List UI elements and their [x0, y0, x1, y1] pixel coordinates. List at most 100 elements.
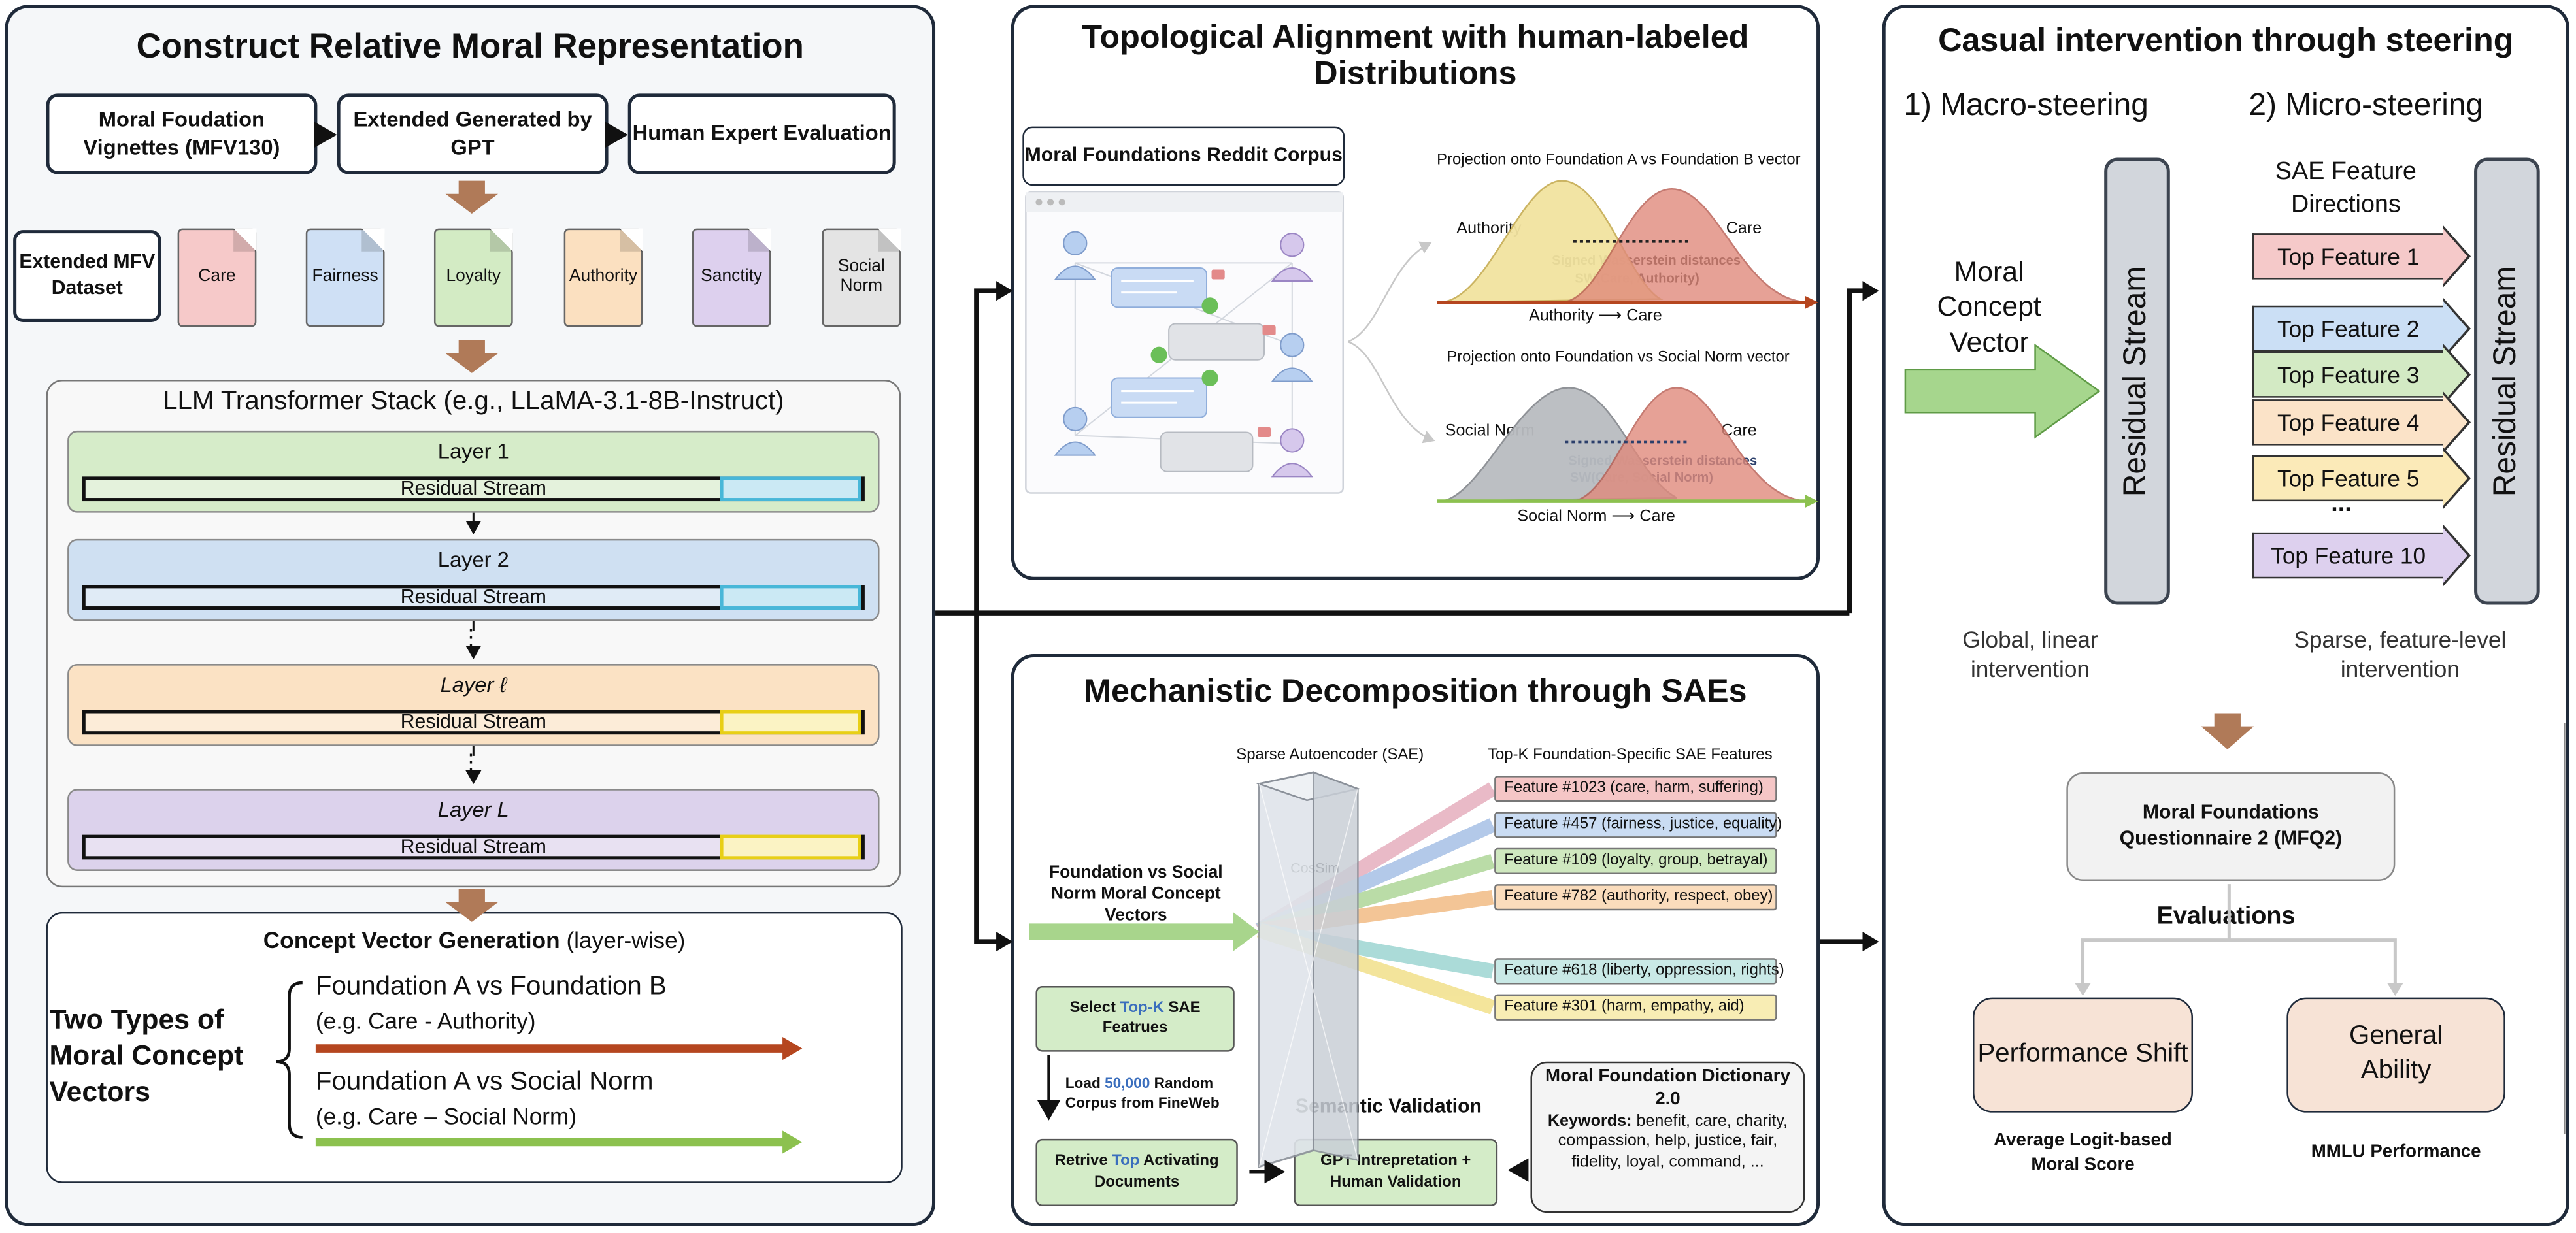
arrow-head-fill [2443, 449, 2468, 506]
fold-corner-icon [620, 228, 643, 252]
macro-residual-stream: Residual Stream [2104, 157, 2170, 605]
cossim-label: CosSim [1290, 859, 1340, 876]
sae-feature-box: Feature #1023 (care, harm, suffering) [1494, 776, 1777, 802]
steering-title: Casual intervention through steering [1938, 23, 2514, 59]
top-feature-label: Top Feature 2 [2252, 305, 2443, 352]
layer-2-label: Layer 2 [437, 547, 509, 572]
layer-1-stream: Residual Stream [82, 476, 865, 502]
layer-L-highlight [720, 834, 861, 860]
concept-vector-label: Moral Concept Vector [1937, 256, 2041, 358]
micro-caption: Sparse, feature-level intervention [2294, 626, 2507, 683]
plot2-axis: Social Norm ⟶ Care [1517, 508, 1675, 526]
top-feature-label: Top Feature 10 [2252, 532, 2443, 579]
document-icon-1: Fairness [305, 228, 385, 327]
performance-shift-box: Performance Shift [1973, 997, 2194, 1113]
type-1-line2: (e.g. Care - Authority) [315, 1007, 536, 1034]
plot1-right-label: Care [1726, 220, 1762, 238]
plot2-left-label: Social Norm [1445, 422, 1535, 441]
layer-1-highlight [720, 476, 861, 502]
load-corpus-text: Load 50,000 Random Corpus from FineWeb [1065, 1074, 1220, 1111]
document-icon-3: Authority [563, 228, 643, 327]
topk-title: Top-K Foundation-Specific SAE Features [1488, 746, 1773, 764]
sae-feature-box: Feature #301 (harm, empathy, aid) [1494, 994, 1777, 1021]
layer-l-stream: Residual Stream [82, 710, 865, 735]
dictionary-keywords: Keywords: benefit, care, charity, compas… [1547, 1111, 1788, 1171]
plot2-distance-2: SW(Care, Social Norm) [1569, 470, 1713, 485]
sae-label: Sparse Autoencoder (SAE) [1236, 746, 1424, 764]
document-label: Sanctity [701, 266, 763, 287]
ellipsis-1: ⋮ [460, 624, 482, 649]
plot1-title: Projection onto Foundation A vs Foundati… [1437, 151, 1801, 170]
mfq2-box: Moral Foundations Questionnaire 2 (MFQ2) [2066, 772, 2396, 881]
top-feature-label: Top Feature 5 [2252, 455, 2443, 502]
fold-corner-icon [233, 228, 257, 252]
input-label: Foundation vs Social Norm Moral Concept … [1049, 863, 1223, 926]
layer-2-highlight [720, 585, 861, 610]
fold-corner-icon [361, 228, 385, 252]
micro-residual-stream: Residual Stream [2474, 157, 2540, 605]
type-1-line1: Foundation A vs Foundation B [315, 972, 667, 1001]
flow-box-expert-eval: Human Expert Evaluation [627, 93, 896, 174]
plot2-distance-1: Signed Wasserstein distances [1568, 453, 1758, 469]
macro-title: 1) Macro-steering [1903, 88, 2149, 123]
dictionary-title: Moral Foundation Dictionary 2.0 [1545, 1066, 1790, 1109]
layer-l-highlight [720, 710, 861, 735]
layer-L: Layer L Residual Stream [67, 789, 880, 871]
sae-directions-label: SAE Feature Directions [2275, 157, 2417, 218]
evaluations-label: Evaluations [2156, 902, 2296, 930]
feature-dots: ... [2331, 489, 2352, 518]
document-label: Social Norm [837, 257, 885, 296]
layer-1-label: Layer 1 [437, 438, 509, 464]
flow-box-extended-gpt: Extended Generated by GPT [337, 93, 609, 174]
layer-2: Layer 2 Residual Stream [67, 538, 880, 621]
gpt-validation-box: GPT Intrepretation + Human Validation [1294, 1138, 1498, 1207]
top-feature-label: Top Feature 1 [2252, 233, 2443, 280]
ability-caption: MMLU Performance [2311, 1142, 2481, 1162]
left-panel-title: Construct Relative Moral Representation [136, 27, 804, 66]
layer-L-label: Layer L [437, 797, 509, 822]
document-label: Loyalty [446, 266, 501, 287]
type-2-line2: (e.g. Care – Social Norm) [315, 1102, 577, 1129]
plot2-right-label: Care [1721, 422, 1757, 441]
layer-2-stream: Residual Stream [82, 585, 865, 610]
two-types-label: Two Types of Moral Concept Vectors [49, 1004, 244, 1108]
document-label: Authority [569, 266, 638, 287]
sae-feature-box: Feature #457 (fairness, justice, equalit… [1494, 812, 1782, 838]
annotation-label: Human moral annotation [1055, 329, 1135, 359]
select-topk-box: Select Top-K SAE Featrues [1035, 986, 1235, 1052]
topological-title: Topological Alignment with human-labeled… [1082, 20, 1749, 92]
arrow-head-fill [2443, 527, 2468, 583]
ellipsis-2: ⋮ [460, 749, 482, 774]
semantic-validation-label: Semantic Validation [1295, 1094, 1482, 1118]
document-icon-5: Social Norm [822, 228, 901, 327]
sae-feature-box: Feature #618 (liberty, oppression, right… [1494, 958, 1784, 985]
plot2-title: Projection onto Foundation vs Social Nor… [1447, 348, 1790, 367]
sae-panel-title: Mechanistic Decomposition through SAEs [1084, 674, 1747, 710]
llm-stack-title: LLM Transformer Stack (e.g., LLaMA-3.1-8… [163, 387, 784, 416]
document-icon-0: Care [177, 228, 257, 327]
dataset-label: Extended MFV Dataset [13, 230, 161, 322]
layer-L-stream: Residual Stream [82, 834, 865, 860]
flow-box-mfv130: Moral Foudation Vignettes (MFV130) [46, 93, 318, 174]
document-icon-4: Sanctity [692, 228, 771, 327]
type-2-line1: Foundation A vs Social Norm [315, 1068, 654, 1096]
plot1-left-label: Authority [1456, 220, 1522, 238]
general-ability-box: General Ability [2286, 997, 2505, 1113]
plot1-axis: Authority ⟶ Care [1528, 307, 1662, 325]
macro-caption: Global, linear intervention [1962, 626, 2098, 683]
plot1-distance-2: SW(Care, Authority) [1575, 271, 1699, 286]
fold-corner-icon [490, 228, 513, 252]
document-label: Fairness [312, 266, 378, 287]
sae-feature-box: Feature #782 (authority, respect, obey) [1494, 884, 1777, 911]
document-label: Care [198, 266, 236, 287]
corpus-label: Moral Foundations Reddit Corpus [1022, 126, 1345, 186]
layer-l: Layer ℓ Residual Stream [67, 664, 880, 746]
layer-1: Layer 1 Residual Stream [67, 430, 880, 513]
document-icon-2: Loyalty [433, 228, 513, 327]
fold-corner-icon [878, 228, 901, 252]
layer-l-label: Layer ℓ [440, 672, 507, 697]
performance-caption: Average Logit-based Moral Score [1994, 1130, 2172, 1175]
dictionary-box: Moral Foundation Dictionary 2.0 Keywords… [1530, 1061, 1805, 1213]
concept-title: Concept Vector Generation (layer-wise) [263, 927, 686, 953]
top-feature-label: Top Feature 4 [2252, 399, 2443, 446]
